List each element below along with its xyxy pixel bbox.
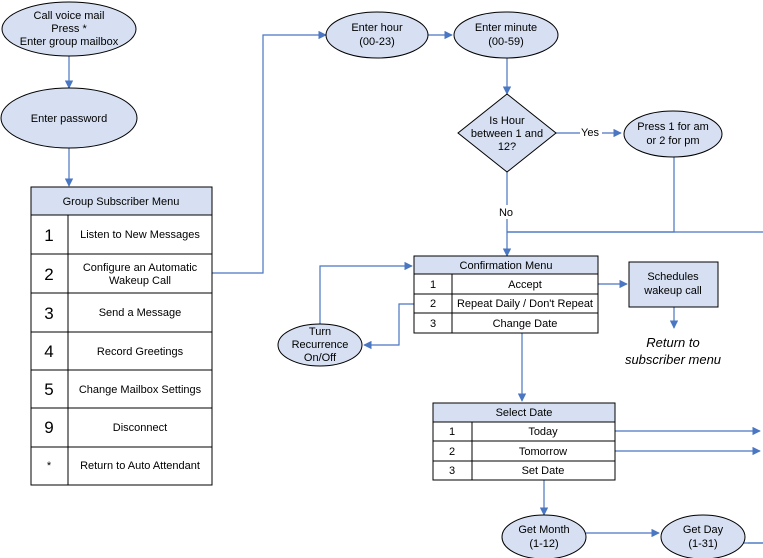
group-menu-row-6-label: Disconnect <box>113 422 167 434</box>
select-date-row-2-label: Tomorrow <box>519 446 567 458</box>
group-menu-row: 9 Disconnect <box>44 418 167 437</box>
group-menu-row-2-label-line-1: Configure an Automatic <box>83 262 198 274</box>
confirmation-menu-title: Confirmation Menu <box>460 260 553 272</box>
group-menu-title: Group Subscriber Menu <box>63 196 180 208</box>
confirmation-row-2-key: 2 <box>430 298 436 310</box>
select-date-row: 3 Set Date <box>449 465 564 477</box>
node-schedules-line-1: Schedules <box>647 271 699 283</box>
confirmation-row-3-label: Change Date <box>493 318 558 330</box>
confirmation-row-1-key: 1 <box>430 279 436 291</box>
confirmation-row-3-key: 3 <box>430 318 436 330</box>
node-schedules-line-2: wakeup call <box>643 285 701 297</box>
group-menu-row: 1 Listen to New Messages <box>44 226 200 245</box>
node-call-voicemail-line-3: Enter group mailbox <box>20 36 119 48</box>
no-label-bg <box>496 205 518 219</box>
node-turn-recurrence: Turn Recurrence On/Off <box>277 323 363 367</box>
yes-label-bg <box>580 125 602 139</box>
node-recurrence-line-3: On/Off <box>304 352 337 364</box>
node-get-month: Get Month (1-12) <box>501 514 587 558</box>
node-recurrence-line-1: Turn <box>309 326 331 338</box>
group-menu-row-3-label: Send a Message <box>99 307 182 319</box>
select-date-row-1-label: Today <box>528 426 558 438</box>
node-schedules-wakeup: Schedules wakeup call <box>628 261 719 308</box>
group-menu-row-1-key: 1 <box>44 226 53 245</box>
select-date-row: 2 Tomorrow <box>449 446 567 458</box>
group-menu-row-2-label-line-2: Wakeup Call <box>109 275 171 287</box>
group-menu-row: 3 Send a Message <box>44 304 181 323</box>
group-menu-row-6-key: 9 <box>44 418 53 437</box>
group-menu-row-4-label: Record Greetings <box>97 346 184 358</box>
group-menu-row: 5 Change Mailbox Settings <box>44 380 201 399</box>
node-get-day-line-1: Get Day <box>683 524 724 536</box>
group-menu-row-4-key: 4 <box>44 342 53 361</box>
group-menu-row-5-label: Change Mailbox Settings <box>79 384 202 396</box>
node-enter-password: Enter password <box>0 87 138 149</box>
confirmation-menu-row: 2 Repeat Daily / Don't Repeat <box>430 298 593 310</box>
node-enter-password-label: Enter password <box>31 113 107 125</box>
group-menu-row: 2 Configure an Automatic Wakeup Call <box>44 262 197 287</box>
no-label: No <box>499 207 513 219</box>
return-to-menu-line-2: subscriber menu <box>625 352 721 367</box>
confirmation-row-1-label: Accept <box>508 279 542 291</box>
arrow-menu-to-enter-hour <box>212 30 327 274</box>
node-get-month-line-2: (1-12) <box>529 538 558 550</box>
node-decision-line-3: 12? <box>498 141 516 153</box>
select-date-row: 1 Today <box>449 426 558 438</box>
confirmation-menu-row: 3 Change Date <box>430 318 557 330</box>
node-call-voicemail: Call voice mail Press * Enter group mail… <box>1 1 137 57</box>
return-to-menu-line-1: Return to <box>646 335 699 350</box>
node-call-voicemail-line-1: Call voice mail <box>34 10 105 22</box>
group-menu-row-2-key: 2 <box>44 265 53 284</box>
node-enter-hour: Enter hour (00-23) <box>325 11 429 59</box>
node-get-day-line-2: (1-31) <box>688 538 717 550</box>
group-menu-row: 4 Record Greetings <box>44 342 183 361</box>
group-menu-row-5-key: 5 <box>44 380 53 399</box>
confirmation-menu <box>413 255 599 334</box>
arrow-recurrence-to-conf <box>319 261 413 324</box>
node-recurrence-line-2: Recurrence <box>292 339 349 351</box>
select-date-title: Select Date <box>496 407 553 419</box>
node-decision-hour: Is Hour between 1 and 12? <box>457 93 557 173</box>
node-ampm-line-1: Press 1 for am <box>637 121 709 133</box>
group-menu-row-3-key: 3 <box>44 304 53 323</box>
node-ampm-line-2: or 2 for pm <box>646 135 699 147</box>
node-get-month-line-1: Get Month <box>518 524 569 536</box>
node-decision-line-2: between 1 and <box>471 128 543 140</box>
node-call-voicemail-line-2: Press * <box>51 23 87 35</box>
select-date-row-3-label: Set Date <box>522 465 565 477</box>
group-menu-row-7-key: * <box>47 460 52 472</box>
group-menu-row-7-label: Return to Auto Attendant <box>80 460 200 472</box>
confirmation-row-2-label: Repeat Daily / Don't Repeat <box>457 298 593 310</box>
confirmation-menu-row: 1 Accept <box>430 279 542 291</box>
group-menu-row: * Return to Auto Attendant <box>47 460 200 472</box>
node-enter-minute-line-2: (00-59) <box>488 36 523 48</box>
arrow-ampm-down <box>507 157 675 233</box>
node-get-day: Get Day (1-31) <box>660 514 746 558</box>
node-press-am-pm: Press 1 for am or 2 for pm <box>623 110 723 158</box>
group-menu-row-1-label: Listen to New Messages <box>80 229 200 241</box>
group-subscriber-menu <box>30 186 213 486</box>
node-enter-minute: Enter minute (00-59) <box>453 11 559 59</box>
node-enter-hour-line-2: (00-23) <box>359 36 394 48</box>
yes-label: Yes <box>581 127 599 139</box>
node-enter-minute-line-1: Enter minute <box>475 22 537 34</box>
select-date-row-2-key: 2 <box>449 446 455 458</box>
select-date-menu <box>432 402 616 481</box>
node-enter-hour-line-1: Enter hour <box>351 22 403 34</box>
select-date-row-1-key: 1 <box>449 426 455 438</box>
node-decision-line-1: Is Hour <box>489 115 525 127</box>
select-date-row-3-key: 3 <box>449 465 455 477</box>
connectors <box>64 30 763 544</box>
